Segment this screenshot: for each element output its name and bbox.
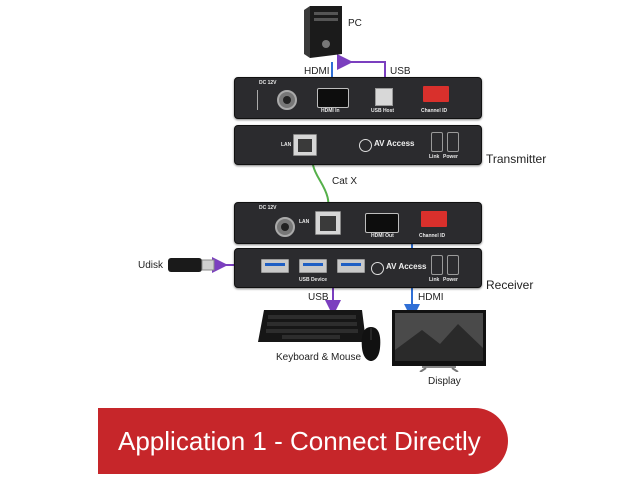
receiver-rear-panel: DC 12V LAN HDMI Out Channel ID (234, 202, 482, 244)
rx-lan-label: LAN (299, 219, 310, 225)
tx-link-led (431, 132, 443, 152)
tx-channel-label: Channel ID (421, 108, 448, 114)
tx-power-label: Power (443, 154, 459, 160)
mouse-icon (360, 326, 382, 362)
udisk-label: Udisk (138, 260, 164, 271)
top-usb-label: USB (390, 66, 411, 77)
title-banner: Application 1 - Connect Directly (98, 408, 508, 474)
transmitter-front-panel: LAN AV Access Link Power (234, 125, 482, 165)
tx-dc-label: DC 12V (259, 80, 277, 86)
tx-usb-host-port[interactable] (375, 88, 393, 106)
tx-link-label: Link (429, 154, 440, 160)
rx-hdmi-out-label: HDMI Out (371, 233, 394, 239)
pc-tower (302, 4, 344, 60)
tx-brand: AV Access (374, 139, 415, 148)
display-icon (392, 310, 486, 373)
tx-channel-dip-switch[interactable] (423, 86, 449, 102)
receiver-front-panel: USB Device AV Access Link Power (234, 248, 482, 288)
pc-label: PC (348, 18, 362, 29)
transmitter-rear-panel: DC 12V HDMI In USB Host Channel ID (234, 77, 482, 119)
tx-hdmi-in-label: HDMI In (321, 108, 340, 114)
receiver-label: Receiver (486, 278, 534, 292)
transmitter-label: Transmitter (486, 152, 547, 166)
banner-text: Application 1 - Connect Directly (118, 426, 481, 456)
keyboard-label: Keyboard & Mouse (276, 352, 362, 363)
tx-polarity-mark (257, 90, 266, 110)
rx-brand: AV Access (386, 262, 427, 271)
rx-power-led (447, 255, 459, 275)
rx-usb-port-3[interactable] (337, 259, 365, 273)
rx-hdmi-out-port[interactable] (365, 213, 399, 233)
rx-usb-device-label: USB Device (299, 277, 328, 283)
tx-lan-port[interactable] (293, 134, 317, 156)
rx-brand-logo-icon (371, 262, 384, 275)
keyboard-icon (258, 308, 366, 344)
cable-label: Cat X (332, 176, 358, 187)
tx-lan-label: LAN (281, 142, 292, 148)
bottom-hdmi-label: HDMI (418, 292, 444, 303)
tx-usb-host-label: USB Host (371, 108, 395, 114)
top-hdmi-label: HDMI (304, 66, 330, 77)
rx-power-label: Power (443, 277, 459, 283)
display-label: Display (428, 376, 461, 387)
tx-hdmi-in-port[interactable] (317, 88, 349, 108)
rx-lan-port[interactable] (315, 211, 341, 235)
rx-dc-label: DC 12V (259, 205, 277, 211)
rx-channel-dip-switch[interactable] (421, 211, 447, 227)
rx-link-led (431, 255, 443, 275)
pc-tower-icon (304, 6, 342, 58)
rx-link-label: Link (429, 277, 440, 283)
tx-dc-jack[interactable] (277, 90, 297, 110)
rx-usb-port-1[interactable] (261, 259, 289, 273)
tx-brand-logo-icon (359, 139, 372, 152)
rx-usb-port-2[interactable] (299, 259, 327, 273)
udisk-icon (168, 256, 216, 274)
bottom-usb-label: USB (308, 292, 329, 303)
rx-channel-label: Channel ID (419, 233, 446, 239)
rx-dc-jack[interactable] (275, 217, 295, 237)
tx-power-led (447, 132, 459, 152)
